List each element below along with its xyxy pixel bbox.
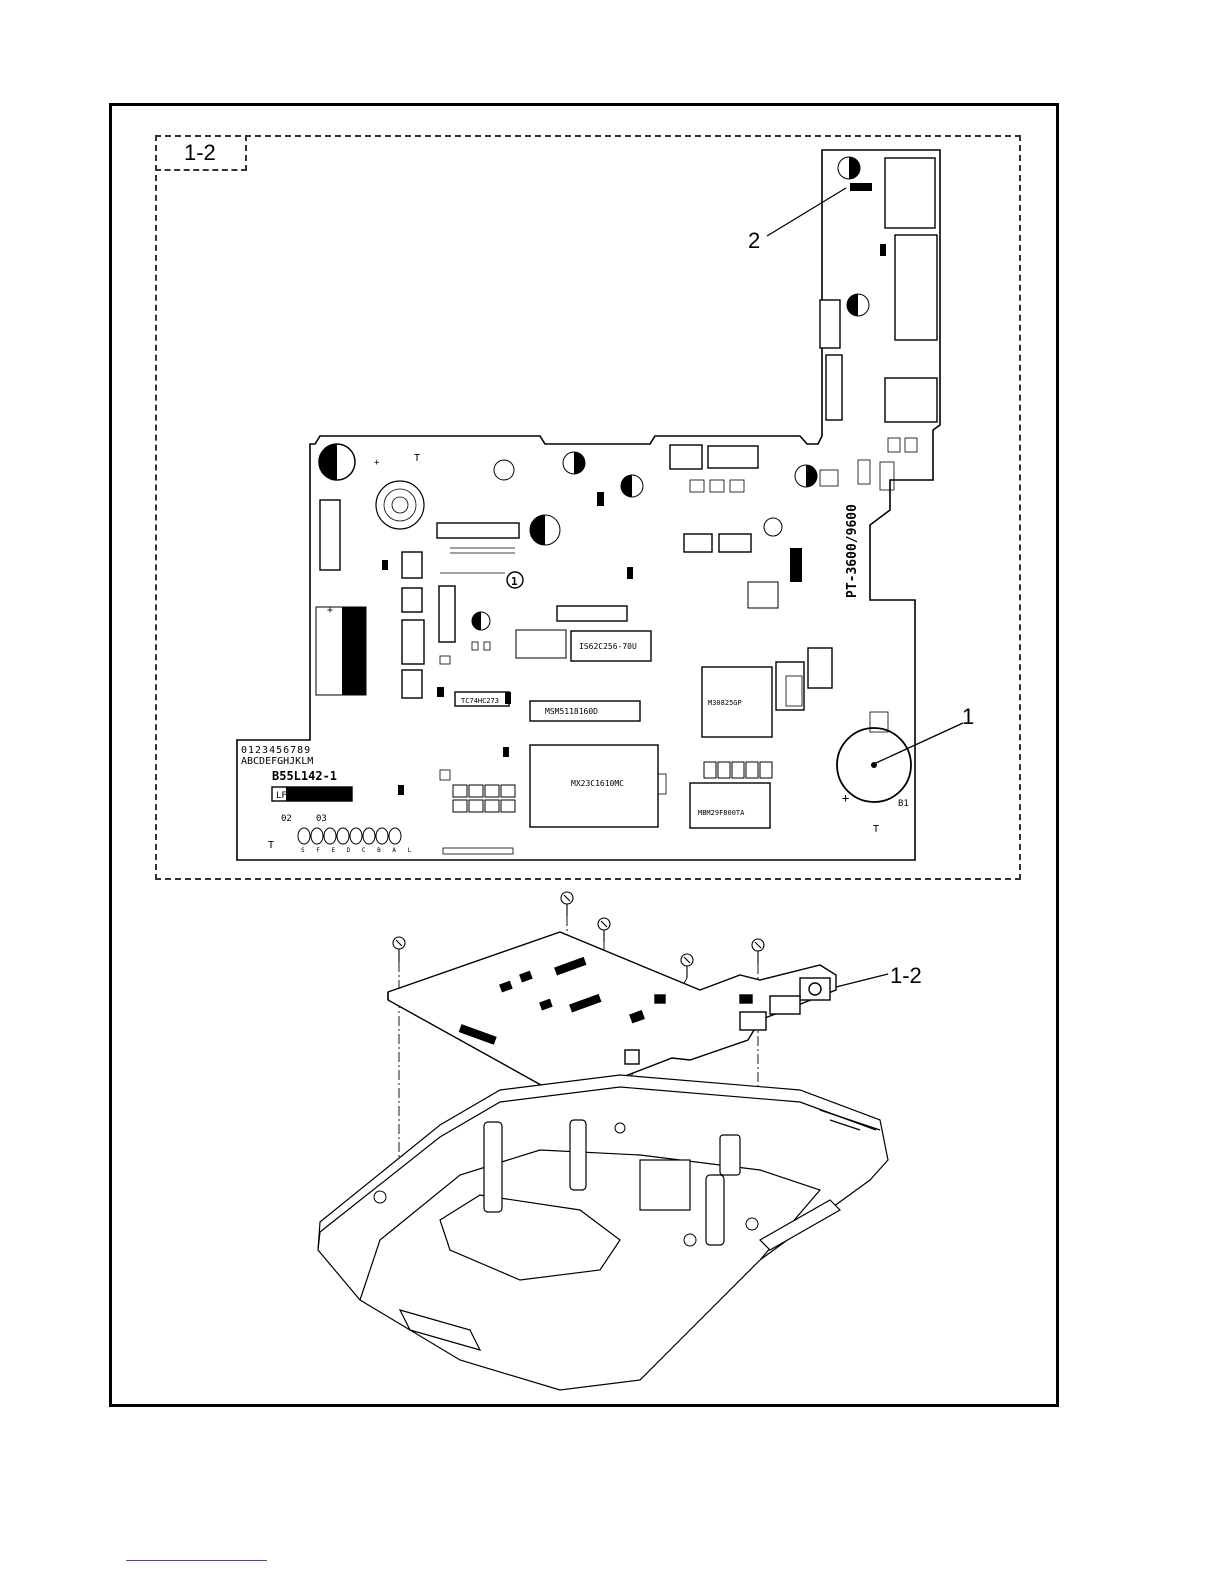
leader-2 xyxy=(767,188,846,236)
svg-text:T: T xyxy=(873,824,879,835)
chip-flash-label: MBM29F800TA xyxy=(698,809,745,817)
board-model: PT-3600/9600 xyxy=(845,504,860,598)
chip-ht1 xyxy=(320,500,340,570)
board-code-03: 03 xyxy=(316,814,327,824)
cap-c79 xyxy=(621,475,643,497)
svg-text:T: T xyxy=(268,840,274,851)
connector-cn9 xyxy=(402,588,422,612)
board-version-letters: ABCDEFGHJKLM xyxy=(241,756,313,767)
connector-cn5 xyxy=(895,235,937,340)
screw-5 xyxy=(752,939,764,964)
screw-1 xyxy=(393,937,405,962)
chip-ic3 xyxy=(776,662,804,710)
coil-l3 xyxy=(376,481,424,529)
bottom-housing xyxy=(318,1075,888,1390)
cap-c6 xyxy=(847,294,869,316)
connector-cn6 xyxy=(885,378,937,422)
leader-1 xyxy=(876,723,963,763)
chip-mx-label: MX23C1610MC xyxy=(571,779,624,788)
connector-cn4 xyxy=(820,300,840,348)
board-code-02: 02 xyxy=(281,814,292,824)
board-lf: LF xyxy=(276,791,287,801)
capacitor-c48 xyxy=(319,444,355,480)
callout-1-2: 1-2 xyxy=(890,963,922,989)
leader-1-2 xyxy=(832,974,888,988)
connector-j1 xyxy=(885,158,935,228)
connector-cn2 xyxy=(684,534,712,552)
svg-text:T: T xyxy=(414,453,420,464)
battery-label: B1 xyxy=(898,799,909,809)
svg-text:+: + xyxy=(374,458,380,468)
chip-flash xyxy=(690,783,770,828)
chip-qa1 xyxy=(826,355,842,420)
callout-1: 1 xyxy=(962,704,974,730)
board-part-number: B55L142-1 xyxy=(272,769,337,783)
screw-4 xyxy=(681,954,693,978)
svg-text:+: + xyxy=(327,605,333,616)
footer-link-underline[interactable] xyxy=(126,1560,267,1561)
connector-cn3 xyxy=(708,446,758,468)
chip-tc-label: TC74HC273 xyxy=(461,697,499,705)
chip-msm-label: MSM5118160D xyxy=(545,707,598,716)
connector-cn14 xyxy=(557,606,627,621)
connector-cn1 xyxy=(437,523,519,538)
connector-cn10 xyxy=(402,620,424,664)
cap-c19 xyxy=(795,465,817,487)
cap-c73 xyxy=(472,612,490,630)
connector-cn7 xyxy=(808,648,832,688)
connector-cn13 xyxy=(670,445,702,469)
chip-sram-label: IS62C256-70U xyxy=(579,642,637,651)
coil-l4 xyxy=(494,460,514,480)
chip-cpu-label: M30825GP xyxy=(708,699,742,707)
chip-ic2 xyxy=(439,586,455,642)
cap-c56 xyxy=(563,452,585,474)
connector-cn12 xyxy=(402,552,422,578)
callout-2: 2 xyxy=(748,228,760,254)
svg-text:1: 1 xyxy=(511,575,518,588)
connector-cn8 xyxy=(402,670,422,698)
board-version-digits: 0123456789 xyxy=(241,745,311,756)
connector-cn15 xyxy=(719,534,751,552)
screw-3 xyxy=(598,918,610,942)
svg-text:+: + xyxy=(842,791,849,805)
board-pad-letters: S F E D C B A L xyxy=(301,847,415,854)
cap-c9 xyxy=(530,515,560,545)
screw-2 xyxy=(561,892,573,916)
cap-c77 xyxy=(838,157,860,179)
